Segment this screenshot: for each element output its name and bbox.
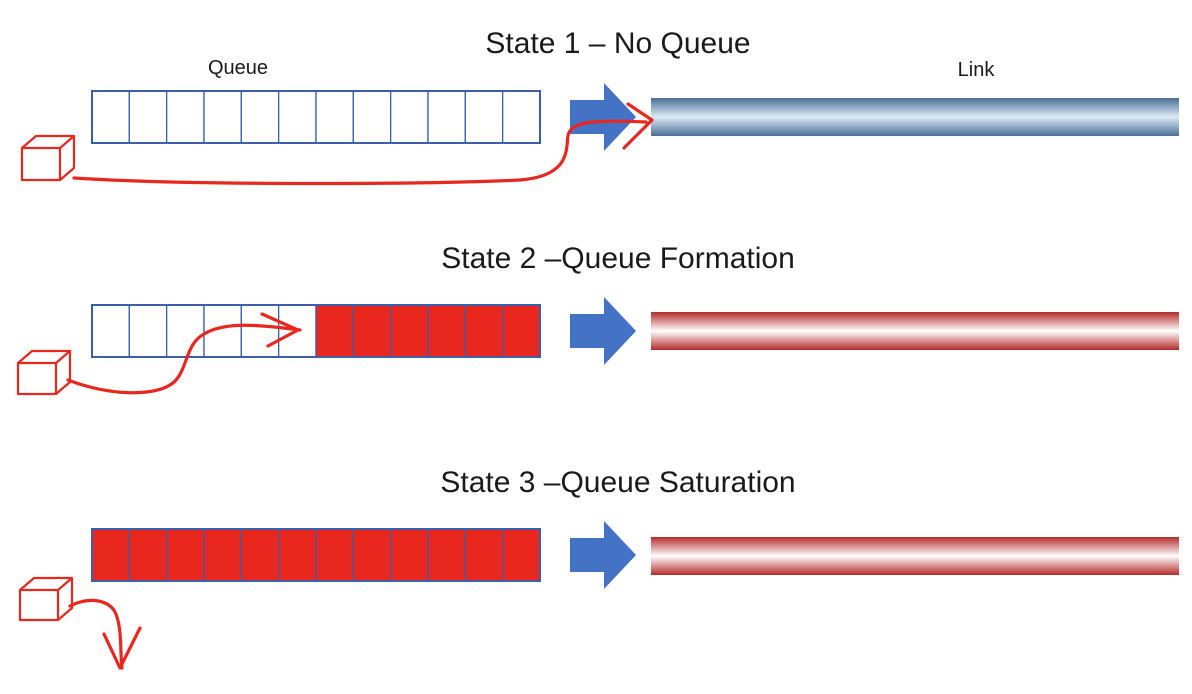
queue-cell-filled <box>352 528 392 582</box>
state-3-packet <box>18 576 74 622</box>
state-1-title: State 1 – No Queue <box>485 27 750 60</box>
queue-cell-filled <box>352 304 392 358</box>
state-2-forward-arrow <box>570 297 636 365</box>
queue-cell-filled <box>315 528 354 582</box>
right-arrow-icon <box>570 297 636 365</box>
state-3: State 3 –Queue Saturation <box>18 466 1179 670</box>
queue-cell-empty <box>390 90 429 144</box>
queue-cell-filled <box>427 304 466 358</box>
state-1-packet <box>20 134 76 182</box>
cube-icon <box>20 134 76 182</box>
state-1-forward-arrow <box>570 83 636 151</box>
cube-icon <box>18 576 74 622</box>
queue-cell-empty <box>315 90 354 144</box>
state-2-packet <box>16 349 72 396</box>
state-3-packet-path <box>68 598 124 670</box>
state-2-packet-path <box>66 323 302 395</box>
state-2-title: State 2 –Queue Formation <box>441 242 795 275</box>
queue-cell-filled <box>502 528 541 582</box>
queue-cell-filled <box>128 528 168 582</box>
right-arrow-icon <box>570 83 636 151</box>
queue-cell-empty <box>91 90 130 144</box>
queue-cell-empty <box>203 90 242 144</box>
queue-cell-empty <box>240 90 280 144</box>
queue-cell-filled <box>464 304 504 358</box>
state-2-link <box>651 312 1179 350</box>
link-label: Link <box>958 59 996 81</box>
queue-outline <box>91 90 541 144</box>
queue-cell-empty <box>240 304 280 358</box>
queue-outline <box>91 528 541 582</box>
queue-label: Queue <box>208 57 268 79</box>
state-3-path-arrowhead <box>102 626 142 670</box>
state-1-packet-path <box>72 119 648 186</box>
state-1-path-arrowhead <box>622 102 654 150</box>
queue-cell-filled <box>502 304 541 358</box>
queue-cell-filled <box>91 528 130 582</box>
state-2-path-arrowhead <box>260 312 300 348</box>
queue-cell-filled <box>390 528 429 582</box>
queue-cell-empty <box>91 304 130 358</box>
queue-outline <box>91 304 541 358</box>
state-3-title: State 3 –Queue Saturation <box>440 466 795 499</box>
queue-cell-empty <box>166 304 205 358</box>
queue-cell-filled <box>166 528 205 582</box>
queue-cell-filled <box>315 304 354 358</box>
right-arrow-icon <box>570 521 636 589</box>
state-3-link <box>651 537 1179 575</box>
queue-cell-empty <box>166 90 205 144</box>
state-1: State 1 – No Queue Queue Link <box>20 27 1179 186</box>
queue-cell-empty <box>278 90 317 144</box>
queue-cell-empty <box>502 90 541 144</box>
queue-cell-empty <box>128 90 168 144</box>
state-1-queue <box>91 90 541 144</box>
state-2-queue <box>91 304 541 358</box>
queue-cell-empty <box>352 90 392 144</box>
queue-cell-empty <box>128 304 168 358</box>
queue-cell-filled <box>240 528 280 582</box>
queue-cell-empty <box>464 90 504 144</box>
queue-cell-filled <box>390 304 429 358</box>
cube-icon <box>16 349 72 396</box>
queue-cell-empty <box>427 90 466 144</box>
state-3-forward-arrow <box>570 521 636 589</box>
queue-cell-filled <box>427 528 466 582</box>
state-3-queue <box>91 528 541 582</box>
state-1-link <box>651 98 1179 136</box>
queue-cell-filled <box>278 528 317 582</box>
queue-cell-filled <box>464 528 504 582</box>
queue-cell-filled <box>203 528 242 582</box>
state-2: State 2 –Queue Formation <box>16 242 1179 396</box>
